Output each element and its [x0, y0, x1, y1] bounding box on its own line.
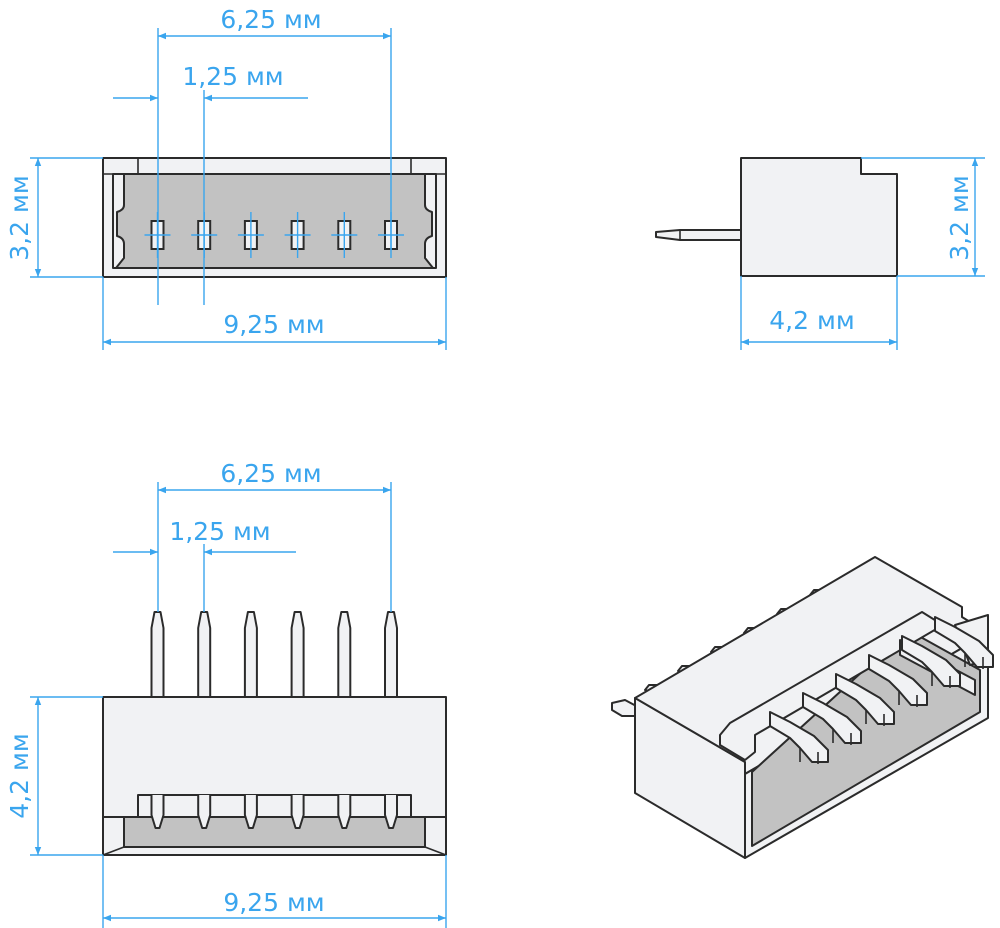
- iso-pin: [934, 616, 994, 668]
- iso-pin: [769, 711, 829, 763]
- pin-inner: [384, 795, 398, 829]
- pin: [150, 611, 165, 697]
- iso-pin-edge: [964, 653, 984, 669]
- dim-top-pitch-total: 6,25 мм: [220, 459, 321, 488]
- iso-pin: [802, 692, 862, 744]
- pin-inner: [337, 795, 352, 829]
- pin-inner: [150, 795, 165, 829]
- pin: [197, 611, 212, 697]
- iso-pin-edge: [832, 729, 852, 745]
- iso-pin-edge: [865, 710, 885, 726]
- dim-pitch-total: 6,25 мм: [220, 5, 321, 34]
- dim-side-depth: 4,2 мм: [769, 306, 854, 335]
- dim-width: 9,25 мм: [223, 310, 324, 339]
- side-view: 3,2 мм 4,2 мм: [655, 157, 985, 350]
- iso-pin: [868, 654, 928, 706]
- iso-pin-edge: [931, 672, 951, 688]
- isometric-view: [611, 556, 994, 859]
- iso-pin: [901, 635, 961, 687]
- dim-top-depth: 4,2 мм: [5, 733, 34, 818]
- top-inner-pins: [150, 795, 398, 829]
- pin-inner: [290, 795, 305, 829]
- dim-top-width: 9,25 мм: [223, 888, 324, 917]
- dim-side-height: 3,2 мм: [945, 175, 974, 260]
- dim-pitch: 1,25 мм: [182, 62, 283, 91]
- pin: [290, 611, 305, 697]
- iso-pin-edge: [898, 691, 918, 707]
- pin: [384, 611, 398, 697]
- dim-height: 3,2 мм: [5, 175, 34, 260]
- pin: [337, 611, 352, 697]
- pin-inner: [243, 795, 258, 829]
- pin-inner: [197, 795, 212, 829]
- dim-top-pitch: 1,25 мм: [169, 517, 270, 546]
- top-view: 6,25 мм 1,25 мм 4,2 мм 9,25 мм: [5, 459, 447, 928]
- front-view: 6,25 мм 1,25 мм 3,2 мм 9,25 мм: [5, 5, 447, 350]
- iso-pin-edge: [799, 748, 819, 764]
- top-pins: [150, 611, 398, 697]
- iso-pin: [835, 673, 895, 725]
- pin: [243, 611, 258, 697]
